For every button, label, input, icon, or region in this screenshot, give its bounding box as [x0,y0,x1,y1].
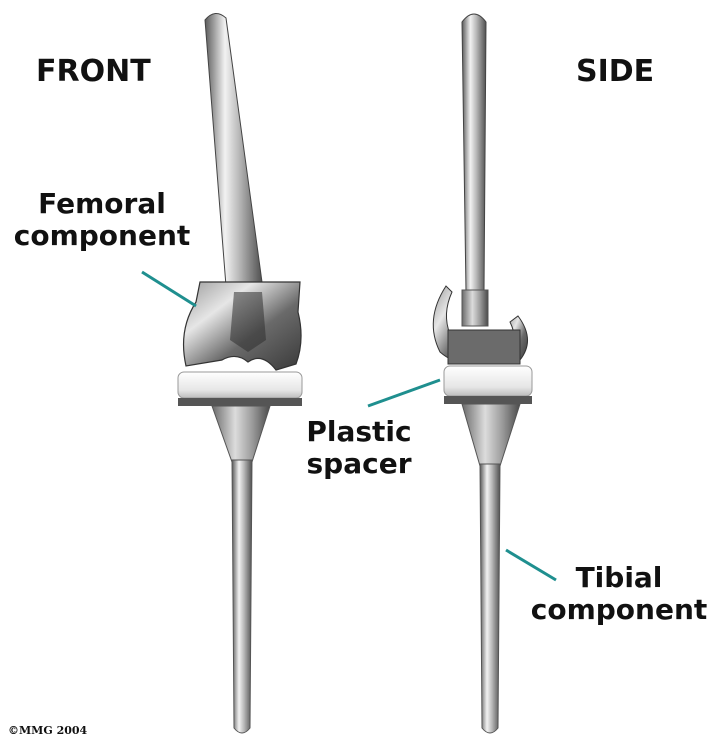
femoral-component-label: Femoral component [12,188,192,252]
front-tibial-keel [212,406,270,462]
tibial-label-line2: component [528,594,710,626]
plastic-spacer-label: Plastic spacer [294,416,424,480]
front-implant [178,13,302,733]
tibial-component-label: Tibial component [528,562,710,626]
plastic-label-line1: Plastic [294,416,424,448]
side-stem-collar [462,290,488,326]
side-implant [433,14,532,733]
plastic-leader-line [368,380,440,406]
tibial-label-line1: Tibial [528,562,710,594]
side-tibial-keel [462,404,520,466]
femoral-leader-line [142,272,196,306]
front-femoral-stem [205,13,262,286]
plastic-label-line2: spacer [294,448,424,480]
front-tibial-rod [232,460,252,733]
femoral-label-line1: Femoral [12,188,192,220]
side-plastic-spacer [444,366,532,396]
femoral-label-line2: component [12,220,192,252]
side-femoral-box [448,330,520,364]
side-femoral-stem [462,14,486,292]
front-tibial-tray [178,398,302,406]
front-condyle-notch [230,292,266,352]
side-tibial-rod [480,464,500,733]
side-view-label: SIDE [576,55,654,90]
side-tibial-tray [444,396,532,404]
front-plastic-spacer [178,372,302,398]
copyright-notice: ©MMG 2004 [8,724,87,737]
front-view-label: FRONT [36,55,151,90]
